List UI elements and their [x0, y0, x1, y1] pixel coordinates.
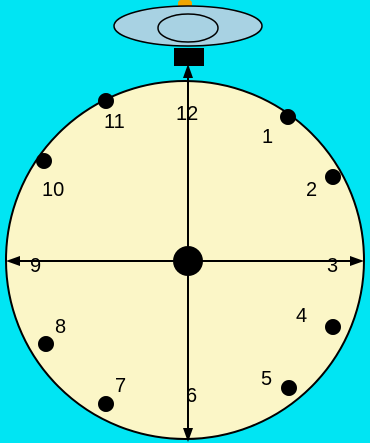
hour-dot-1	[280, 109, 296, 125]
hour-dot-2	[325, 169, 341, 185]
hour-label-5: 5	[261, 368, 272, 390]
hour-label-7: 7	[115, 375, 126, 397]
center-pivot	[173, 246, 203, 276]
hour-label-8: 8	[55, 316, 66, 338]
hour-label-9: 9	[30, 255, 41, 277]
stem	[174, 48, 204, 66]
winding-cap-inner	[158, 14, 218, 42]
hour-label-10: 10	[42, 179, 64, 201]
hour-label-3: 3	[327, 255, 338, 277]
hour-label-6: 6	[186, 385, 197, 407]
hour-label-1: 1	[262, 126, 273, 148]
hour-label-2: 2	[306, 179, 317, 201]
hour-label-12: 12	[176, 103, 198, 125]
arrow-up-icon	[183, 64, 193, 78]
hour-dot-10	[36, 153, 52, 169]
hour-dot-7	[98, 396, 114, 412]
hour-label-11: 11	[104, 111, 125, 133]
hour-dot-8	[38, 336, 54, 352]
hour-dot-11	[98, 93, 114, 109]
hour-dot-5	[281, 380, 297, 396]
hour-dot-4	[325, 319, 341, 335]
hour-label-4: 4	[296, 305, 307, 327]
